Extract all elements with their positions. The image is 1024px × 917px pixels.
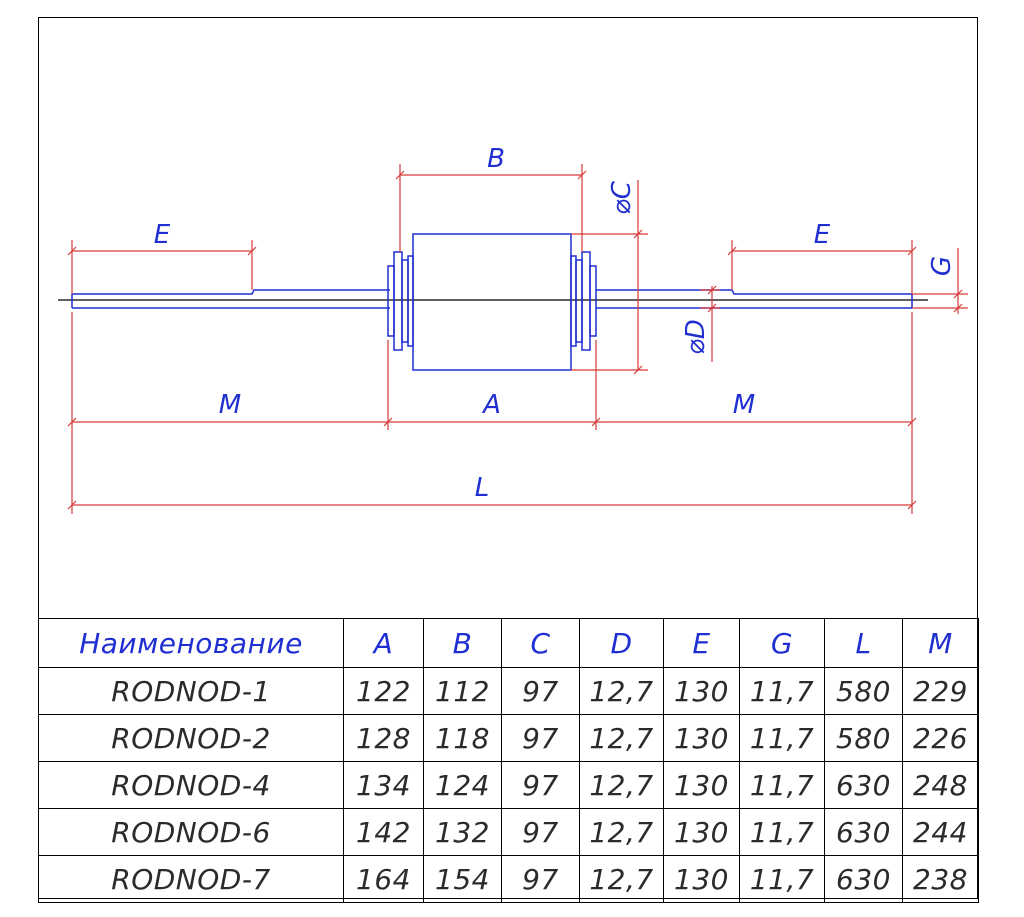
cell-m: 226 xyxy=(902,714,979,762)
cell-c: 97 xyxy=(501,761,580,809)
cell-l: 630 xyxy=(824,808,903,856)
cell-e: 130 xyxy=(663,714,740,762)
header-g: G xyxy=(739,618,825,668)
cell-g: 11,7 xyxy=(739,761,825,809)
cell-name: RODNOD-7 xyxy=(38,855,344,903)
label-e-right: E xyxy=(814,220,831,250)
cell-d: 12,7 xyxy=(579,714,664,762)
cell-e: 130 xyxy=(663,667,740,715)
cell-l: 630 xyxy=(824,855,903,903)
cell-b: 112 xyxy=(423,667,502,715)
label-e-left: E xyxy=(154,220,171,250)
label-g: G xyxy=(927,256,957,276)
cell-b: 132 xyxy=(423,808,502,856)
cell-l: 580 xyxy=(824,714,903,762)
left-flange xyxy=(387,251,414,351)
left-rod-outline xyxy=(72,289,390,295)
label-a: A xyxy=(481,390,501,420)
header-m: M xyxy=(902,618,979,668)
dim-l xyxy=(67,430,917,514)
label-c: ⌀C xyxy=(607,180,637,215)
label-d: ⌀D xyxy=(681,319,711,355)
technical-drawing: B ⌀C E E G ⌀D M A M L xyxy=(58,144,968,514)
cell-a: 142 xyxy=(343,808,424,856)
header-a: A xyxy=(343,618,424,668)
cell-g: 11,7 xyxy=(739,714,825,762)
cell-c: 97 xyxy=(501,667,580,715)
dim-b xyxy=(395,164,587,252)
right-rod-outline xyxy=(596,289,912,295)
label-b: B xyxy=(487,144,505,174)
cell-e: 130 xyxy=(663,761,740,809)
header-e: E xyxy=(663,618,740,668)
cell-d: 12,7 xyxy=(579,855,664,903)
header-c: C xyxy=(501,618,580,668)
cell-g: 11,7 xyxy=(739,808,825,856)
cell-e: 130 xyxy=(663,855,740,903)
cell-l: 630 xyxy=(824,761,903,809)
dim-g xyxy=(912,248,968,314)
cell-g: 11,7 xyxy=(739,855,825,903)
table-header-row: Наименование A B C D E G L M xyxy=(38,618,979,668)
dim-d xyxy=(700,285,720,362)
cell-c: 97 xyxy=(501,855,580,903)
cell-m: 238 xyxy=(902,855,979,903)
cell-m: 244 xyxy=(902,808,979,856)
cell-c: 97 xyxy=(501,714,580,762)
dim-e-right xyxy=(727,240,917,294)
cell-d: 12,7 xyxy=(579,808,664,856)
cell-a: 122 xyxy=(343,667,424,715)
cell-b: 154 xyxy=(423,855,502,903)
dim-c xyxy=(571,180,648,375)
cell-m: 229 xyxy=(902,667,979,715)
cell-a: 164 xyxy=(343,855,424,903)
cell-e: 130 xyxy=(663,808,740,856)
cell-g: 11,7 xyxy=(739,667,825,715)
header-name: Наименование xyxy=(38,618,344,668)
cell-name: RODNOD-6 xyxy=(38,808,344,856)
cell-name: RODNOD-2 xyxy=(38,714,344,762)
cell-name: RODNOD-1 xyxy=(38,667,344,715)
label-l: L xyxy=(475,473,490,503)
cell-a: 134 xyxy=(343,761,424,809)
label-m-left: M xyxy=(219,390,241,420)
header-b: B xyxy=(423,618,502,668)
label-m-right: M xyxy=(733,390,755,420)
cell-d: 12,7 xyxy=(579,667,664,715)
right-flange xyxy=(570,251,597,351)
cell-b: 118 xyxy=(423,714,502,762)
cell-d: 12,7 xyxy=(579,761,664,809)
header-d: D xyxy=(579,618,664,668)
cell-a: 128 xyxy=(343,714,424,762)
cell-l: 580 xyxy=(824,667,903,715)
main-body xyxy=(412,233,572,371)
dim-e-left xyxy=(67,240,257,294)
cell-name: RODNOD-4 xyxy=(38,761,344,809)
dim-m-a-m xyxy=(67,312,917,430)
cell-c: 97 xyxy=(501,808,580,856)
header-l: L xyxy=(824,618,903,668)
cell-m: 248 xyxy=(902,761,979,809)
cell-b: 124 xyxy=(423,761,502,809)
